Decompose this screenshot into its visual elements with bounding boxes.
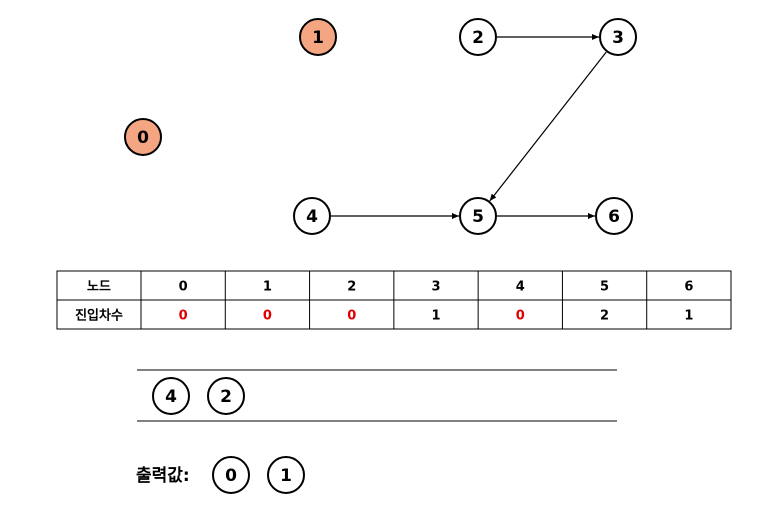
graph-node-0: 0	[124, 118, 162, 156]
node-label: 1	[312, 28, 324, 48]
table-cell-indegree-3: 1	[431, 309, 440, 324]
node-label: 0	[137, 128, 149, 148]
table-cell-indegree-5: 2	[600, 309, 609, 324]
output-item-0: 0	[212, 456, 250, 494]
node-circle	[299, 18, 337, 56]
table-header-indegree: 진입차수	[75, 308, 123, 324]
node-circle	[599, 18, 637, 56]
queue-item-2: 2	[207, 377, 245, 415]
table-header-node: 노드	[87, 280, 111, 295]
node-label: 4	[306, 207, 318, 227]
graph-node-4: 4	[293, 197, 331, 235]
graph-node-5: 5	[459, 197, 497, 235]
node-label: 3	[612, 28, 624, 48]
node-label: 6	[608, 207, 620, 227]
table-cell-node-6: 6	[684, 280, 693, 295]
node-circle	[124, 118, 162, 156]
table-cell-node-3: 3	[431, 280, 440, 295]
table-cell-indegree-1: 0	[263, 309, 272, 324]
node-circle	[293, 197, 331, 235]
table-cell-node-2: 2	[347, 280, 356, 295]
node-circle	[459, 18, 497, 56]
node-circle	[459, 197, 497, 235]
graph-edges	[331, 34, 607, 219]
queue-item-4: 4	[152, 377, 190, 415]
node-label: 5	[472, 207, 484, 227]
queue-item-circle	[207, 377, 245, 415]
queue-item-label: 2	[220, 387, 232, 407]
output-label: 출력값:	[136, 466, 190, 486]
graph-node-2: 2	[459, 18, 497, 56]
node-label: 2	[472, 28, 484, 48]
table-cell-indegree-4: 0	[516, 309, 525, 324]
graph-node-1: 1	[299, 18, 337, 56]
table-cell-node-0: 0	[179, 280, 188, 295]
edge-3-5	[489, 51, 607, 202]
queue-item-circle	[152, 377, 190, 415]
table-cell-indegree-2: 0	[347, 309, 356, 324]
output-item-circle	[212, 456, 250, 494]
queue-item-label: 4	[165, 387, 177, 407]
output-item-circle	[267, 456, 305, 494]
output-item-1: 1	[267, 456, 305, 494]
table-cell-node-1: 1	[263, 280, 272, 295]
graph-node-6: 6	[595, 197, 633, 235]
output-row: 출력값: 0 1	[136, 456, 305, 494]
table-cell-indegree-0: 0	[179, 309, 188, 324]
table-cell-node-5: 5	[600, 280, 609, 295]
graph-node-3: 3	[599, 18, 637, 56]
output-item-label: 1	[280, 466, 292, 486]
graph-nodes: 0 1 2 3 4 5 6	[124, 18, 637, 235]
node-circle	[595, 197, 633, 235]
table-cell-indegree-6: 1	[684, 309, 693, 324]
table-cell-node-4: 4	[516, 280, 525, 295]
output-item-label: 0	[225, 466, 237, 486]
